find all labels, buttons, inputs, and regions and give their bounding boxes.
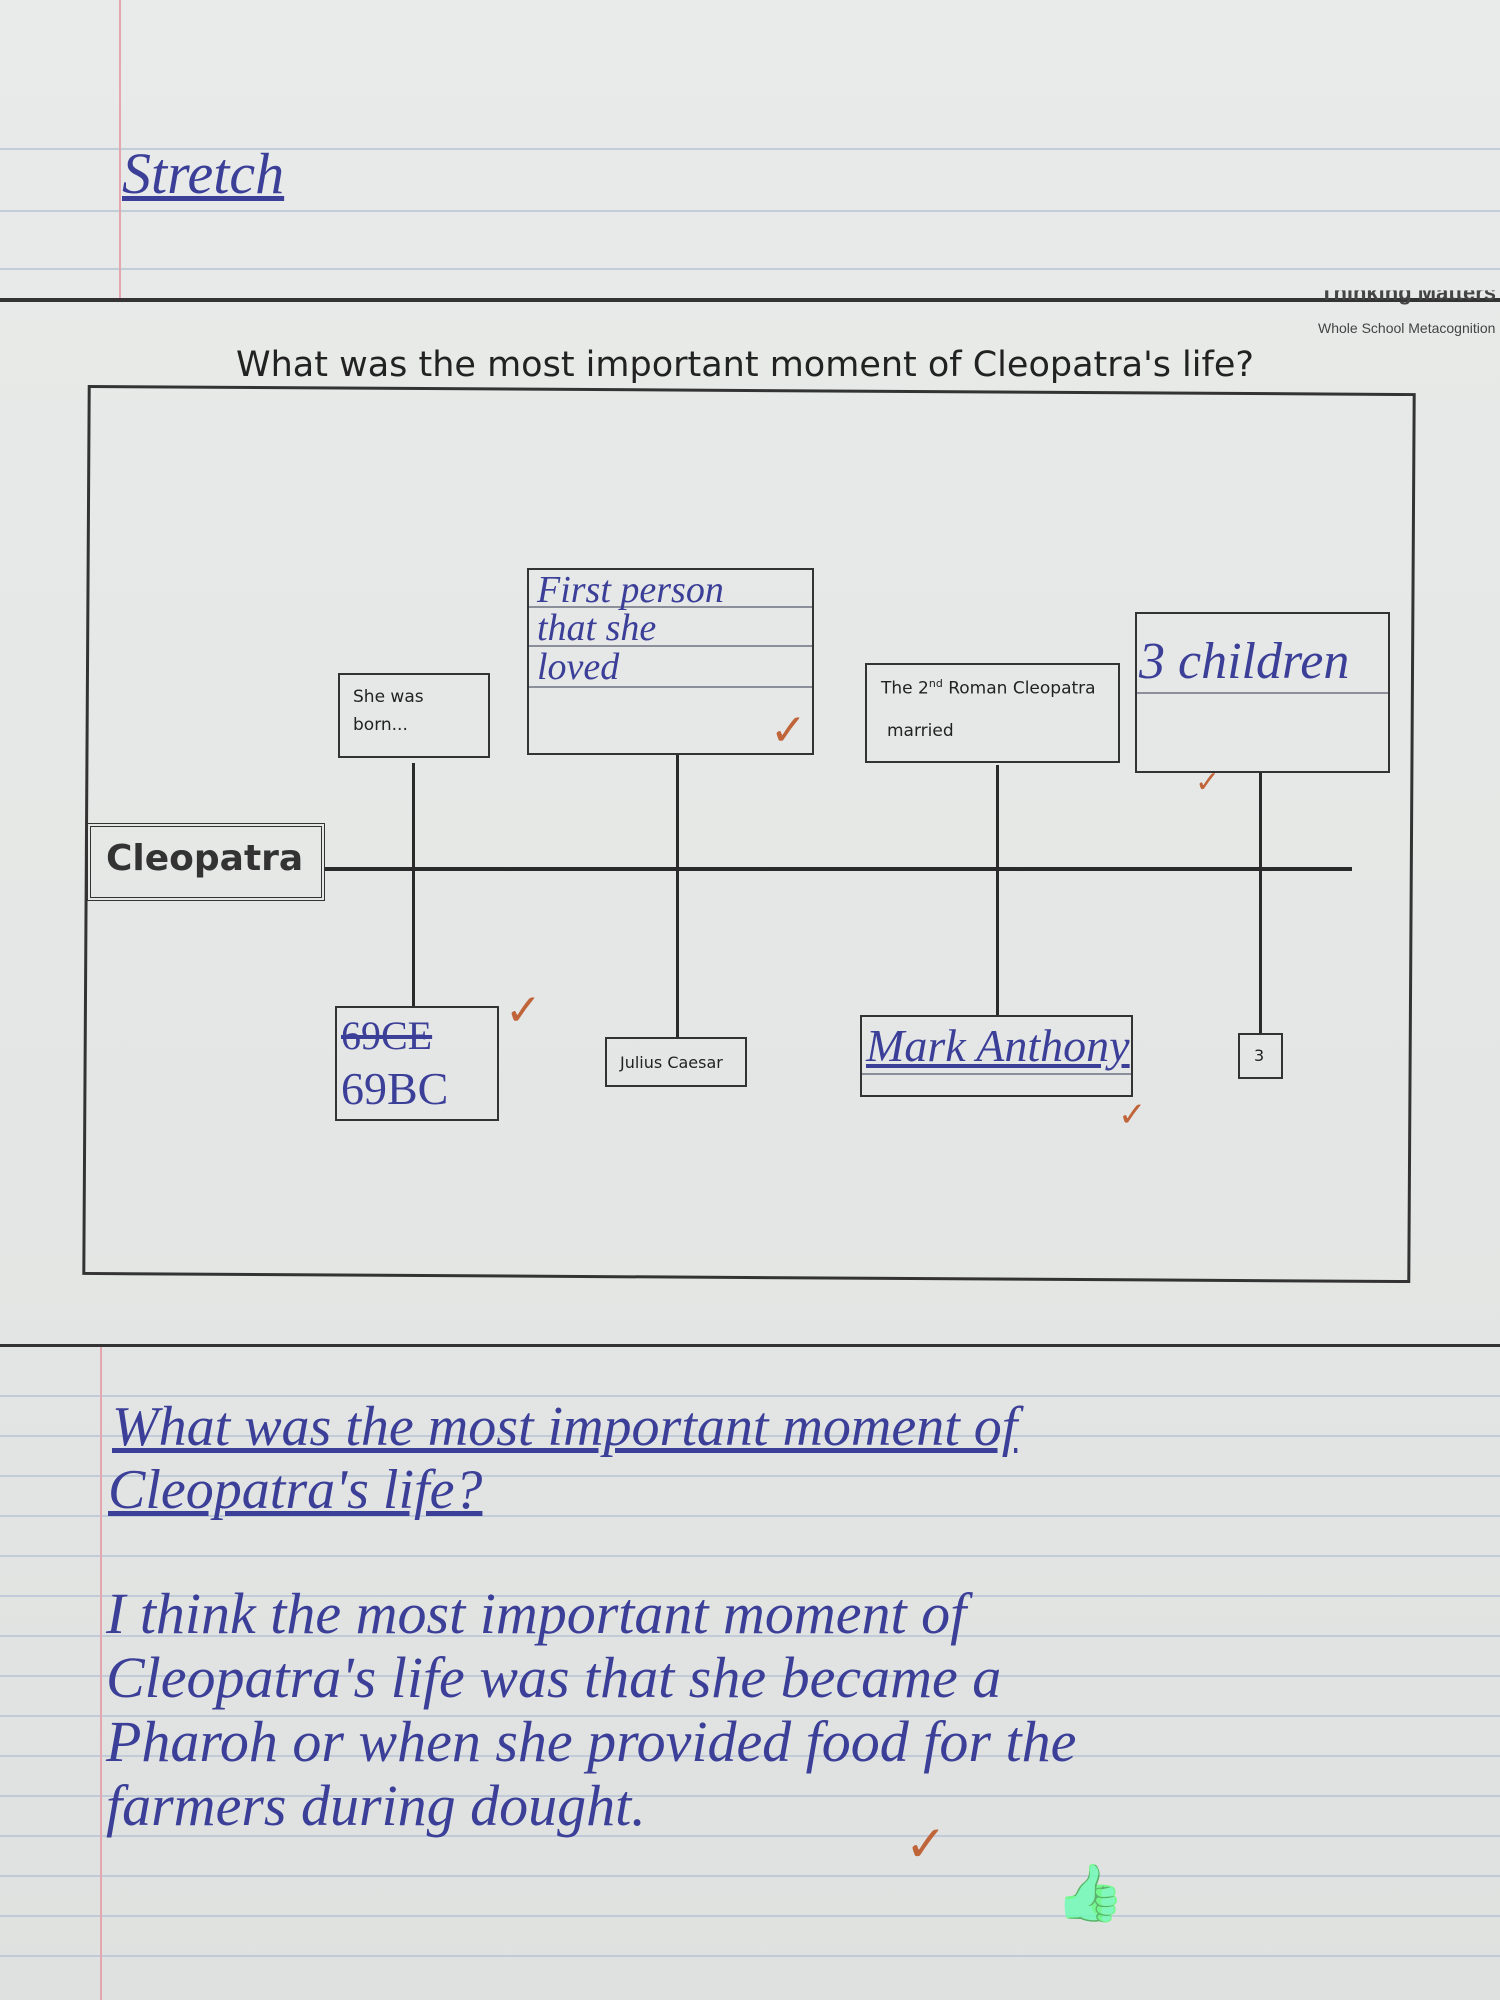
first-love-line3: loved [537, 646, 620, 688]
first-love-line1: First person [537, 569, 724, 611]
born-prompt-line1: She was [353, 687, 424, 707]
first-love-answer: Julius Caesar [620, 1053, 723, 1072]
timeline-connector [1259, 773, 1262, 1033]
children-answer: 3 children [1139, 633, 1350, 690]
born-struck-answer: 69CE [341, 1013, 433, 1058]
response-line-1: I think the most important moment of [106, 1581, 967, 1646]
event-box-marriage: The 2nd Roman Cleopatra married [865, 663, 1120, 763]
timeline-connector [996, 765, 999, 1015]
answer-box-children: 3 [1238, 1033, 1283, 1079]
timeline-label: Cleopatra [106, 838, 304, 879]
question-line-1: What was the most important moment of [112, 1396, 1018, 1458]
marriage-prompt-pre: The 2 [881, 678, 929, 699]
answer-box-married: Mark Anthony [860, 1015, 1133, 1097]
timeline-connector [412, 763, 415, 1006]
born-answer: 69BC [341, 1063, 449, 1114]
marriage-prompt-line1: The 2nd Roman Cleopatra [881, 677, 1096, 699]
teacher-tick: ✓ [770, 705, 807, 756]
first-love-line2: that she [537, 607, 657, 649]
answer-box-born: 69CE 69BC [335, 1006, 499, 1121]
thumbs-up-stamp-icon: 👍 [1055, 1861, 1125, 1924]
worksheet-title: What was the most important moment of Cl… [236, 345, 1254, 385]
margin-line-top [119, 0, 121, 300]
teacher-tick: ✓ [505, 985, 542, 1036]
response-line-4: farmers during dought. [106, 1773, 646, 1838]
marriage-prompt-sup: nd [928, 677, 943, 690]
timeline-axis [325, 867, 1352, 871]
question-line-2: Cleopatra's life? [108, 1459, 483, 1521]
teacher-tick: ✓ [1118, 1095, 1147, 1135]
event-box-children: 3 children [1135, 612, 1390, 773]
marriage-prompt-line2: married [887, 721, 954, 741]
response-line-2: Cleopatra's life was that she became a [106, 1645, 1002, 1710]
timeline-connector [676, 755, 679, 1037]
marriage-prompt-post: Roman Cleopatra [942, 678, 1096, 699]
answer-box-first-love: Julius Caesar [605, 1037, 747, 1087]
brand-line: Thinking Matters [1320, 280, 1497, 305]
margin-line-bottom [100, 1346, 102, 2000]
children-count: 3 [1254, 1046, 1265, 1065]
heading-stretch: Stretch [122, 141, 285, 206]
married-answer: Mark Anthony [866, 1020, 1130, 1071]
event-box-first-love: First person that she loved [527, 568, 814, 755]
born-prompt-line2: born... [353, 715, 408, 735]
timeline-label-box [87, 823, 325, 901]
event-box-born: She was born... [338, 673, 490, 758]
brand-subtitle: Whole School Metacognition [1318, 320, 1496, 336]
response-line-3: Pharoh or when she provided food for the [106, 1709, 1077, 1774]
teacher-tick: ✓ [905, 1815, 947, 1873]
teacher-tick: ✓ [1195, 765, 1221, 800]
